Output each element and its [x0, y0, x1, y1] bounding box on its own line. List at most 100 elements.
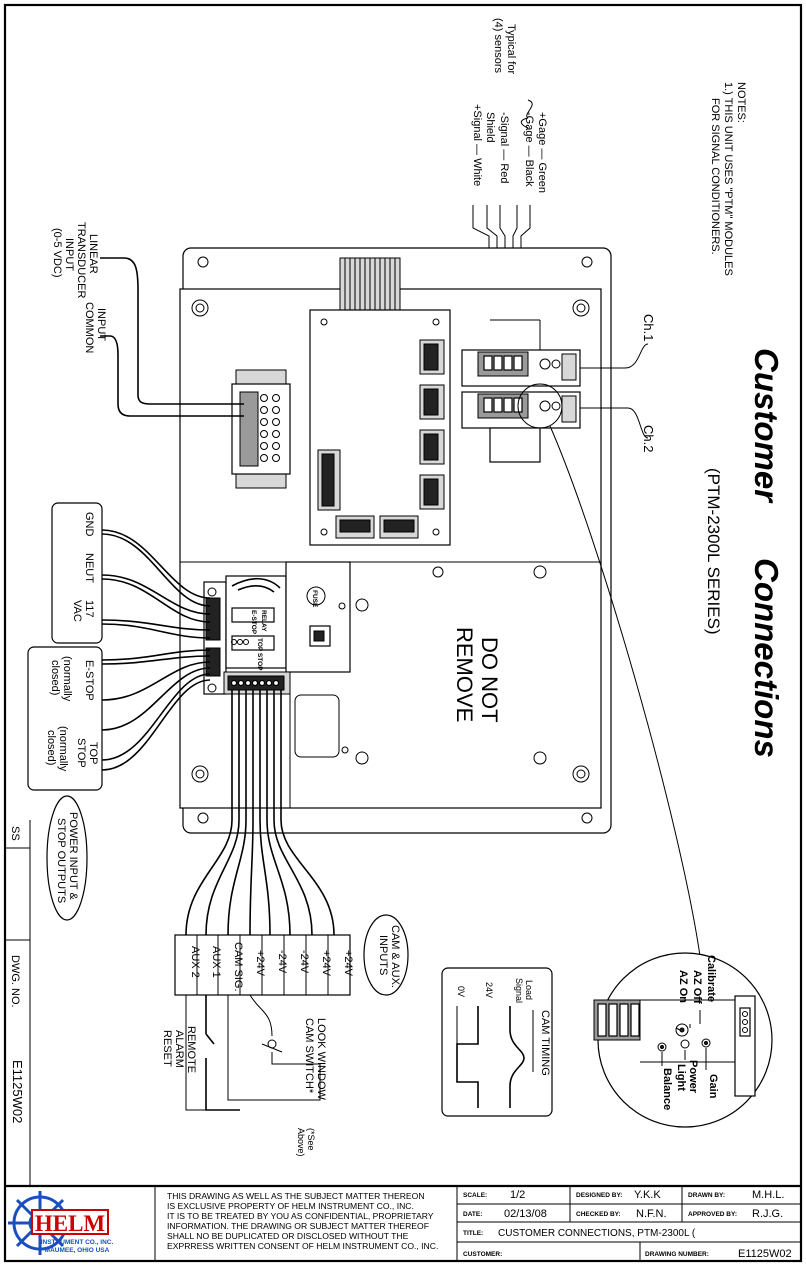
typical-line2: (4) sensors [492, 18, 504, 74]
title-connections: Connections [748, 558, 785, 758]
ptm-module-ch2 [461, 383, 581, 429]
remote-alarm-line2: ALARM [173, 1030, 185, 1068]
terminal-plus24-2: +24V [320, 950, 332, 977]
scale-label: SCALE: [463, 1192, 487, 1199]
topstop-relay-label: TOP STOP [256, 638, 263, 671]
disclaimer-line6: EXPRRESS WRITTEN CONSENT OF HELM INSTRUM… [167, 1241, 438, 1251]
title-customer: Customer [748, 348, 785, 504]
drawing-number-label: DRAWING NUMBER: [645, 1251, 709, 1258]
outputs-line1: POWER INPUT & [67, 812, 79, 900]
ch1-leader [580, 343, 649, 369]
typical-line1: Typical for [505, 24, 517, 74]
terminal-cam-sig: CAM SIG. [232, 942, 244, 992]
date-label: DATE: [463, 1211, 482, 1218]
wire-shield-label: Shield [484, 112, 496, 143]
stop-wires [101, 649, 211, 771]
terminal-aux2: AUX 2 [189, 946, 201, 978]
outputs-line2: STOP OUTPUTS [55, 818, 67, 903]
terminal-plus24-1: +24V [254, 950, 266, 977]
detail-module [593, 995, 756, 1097]
wire-green-label: +Gage — Green [536, 112, 548, 193]
load-signal-2: Signal [514, 978, 524, 1003]
approved-value: R.J.G. [752, 1208, 783, 1220]
notes-line1: 1.) THIS UNIT USES "PTM" MODULES [722, 82, 734, 276]
logo-helm: HELM [35, 1211, 106, 1236]
topstop-label-2: STOP [75, 738, 87, 768]
cam-timing-box [441, 967, 553, 1117]
do-not-remove-line2: REMOVE [452, 627, 477, 722]
estop-label: E-STOP [83, 660, 95, 701]
stop-outputs-box [27, 646, 103, 791]
transducer-terminal-block [231, 369, 291, 489]
input-common-line1: INPUT [95, 308, 107, 341]
power-light-line1: Power [687, 1060, 699, 1094]
title-label: TITLE: [463, 1230, 483, 1237]
side-dwg-no: DWG. NO. [9, 955, 21, 1008]
logo-sub2: MAUMEE, OHIO USA [45, 1247, 110, 1254]
relay-block: RELAY E-STOP TOP STOP [225, 575, 287, 671]
topstop-state-2: closed) [45, 730, 57, 765]
transducer-line4: (0-5 VDC) [51, 228, 63, 278]
disclaimer-line1: THIS DRAWING AS WELL AS THE SUBJECT MATT… [167, 1191, 425, 1201]
do-not-remove-line1: DO NOT [477, 637, 502, 723]
relay-label: RELAY [260, 610, 267, 632]
terminal-aux1: AUX 1 [210, 946, 222, 978]
ch2-label: Ch.2 [641, 425, 656, 452]
look-window-line1: LOOK WINDOW [315, 1018, 327, 1101]
mount-holes [191, 256, 593, 824]
cam-24v: 24V [484, 982, 494, 998]
remote-alarm-line1: REMOTE [185, 1026, 197, 1073]
cam-aux-oval [363, 914, 409, 996]
topstop-state-1: (normally [57, 726, 69, 772]
vac-label-2: VAC [71, 600, 83, 622]
helm-logo: HELM INSTRUMENT CO., INC. MAUMEE, OHIO U… [8, 1191, 113, 1255]
notes-heading: NOTES: [735, 82, 747, 123]
gain-label: Gain [707, 1074, 719, 1099]
designed-value: Y.K.K [634, 1189, 661, 1201]
disclaimer-line4: INFORMATION. THE DRAWING OR SUBJECT MATT… [167, 1221, 429, 1231]
az-on-label: AZ On [677, 970, 689, 1003]
disclaimer-line2: IS EXCLUSIVE PROPERTY OF HELM INSTRUMENT… [167, 1201, 414, 1211]
wire-black-label: -Gage — Black [523, 112, 535, 187]
fuse-label: FUSE [311, 590, 318, 608]
cam-aux-line2: INPUTS [377, 935, 389, 975]
ch2-leader [580, 407, 649, 439]
external-switch-wiring [185, 994, 321, 1111]
cam-0v: 0V [456, 986, 466, 997]
drawing-number-value: E1125W02 [738, 1248, 792, 1260]
see-above-line2: Above) [296, 1128, 306, 1157]
transducer-line3: INPUT [63, 238, 75, 271]
side-drawing-number: E1125W02 [10, 1060, 25, 1123]
terminal-minus24-2: -24V [298, 950, 310, 974]
cam-aux-wires [185, 690, 335, 936]
customer-label: CUSTOMER: [463, 1251, 502, 1258]
terminal-plus24-3: +24V [342, 950, 354, 977]
approved-label: APPROVED BY: [688, 1211, 737, 1218]
designed-label: DESIGNED BY: [576, 1192, 622, 1199]
remote-alarm-line3: RESET [161, 1030, 173, 1067]
detail-leader [549, 425, 701, 957]
az-off-label: AZ Off [691, 970, 703, 1004]
sheet-border [3, 3, 803, 1263]
disclaimer-line5: SHALL NO BE DUPLICATED OR DISCLOSED WITH… [167, 1231, 409, 1241]
power-wires [101, 529, 211, 639]
calibrate-label: Calibrate [705, 955, 717, 1002]
checked-label: CHECKED BY: [576, 1211, 621, 1218]
sensor-wire-labels: +Gage — Green -Gage — Black -Signal — Re… [471, 104, 548, 193]
estop-state-1: (normally [61, 656, 73, 702]
gnd-label: GND [83, 512, 95, 537]
wire-white-label: +Signal — White [471, 104, 483, 186]
transducer-wires [100, 257, 244, 417]
neut-label: NEUT [83, 553, 95, 583]
fuse-panel [285, 561, 351, 673]
power-light-line2: Light [675, 1064, 687, 1091]
pcb-screws [320, 318, 440, 536]
ptm-module-ch1 [461, 349, 581, 387]
ch1-label: Ch.1 [641, 314, 656, 341]
terminal-strip-bottom [223, 671, 291, 695]
terminal-labels: AUX 2 AUX 1 CAM SIG. +24V -24V -24V +24V… [189, 942, 354, 992]
terminal-minus24-1: -24V [276, 950, 288, 974]
cutout [294, 694, 340, 758]
sensor-brace [520, 99, 533, 129]
